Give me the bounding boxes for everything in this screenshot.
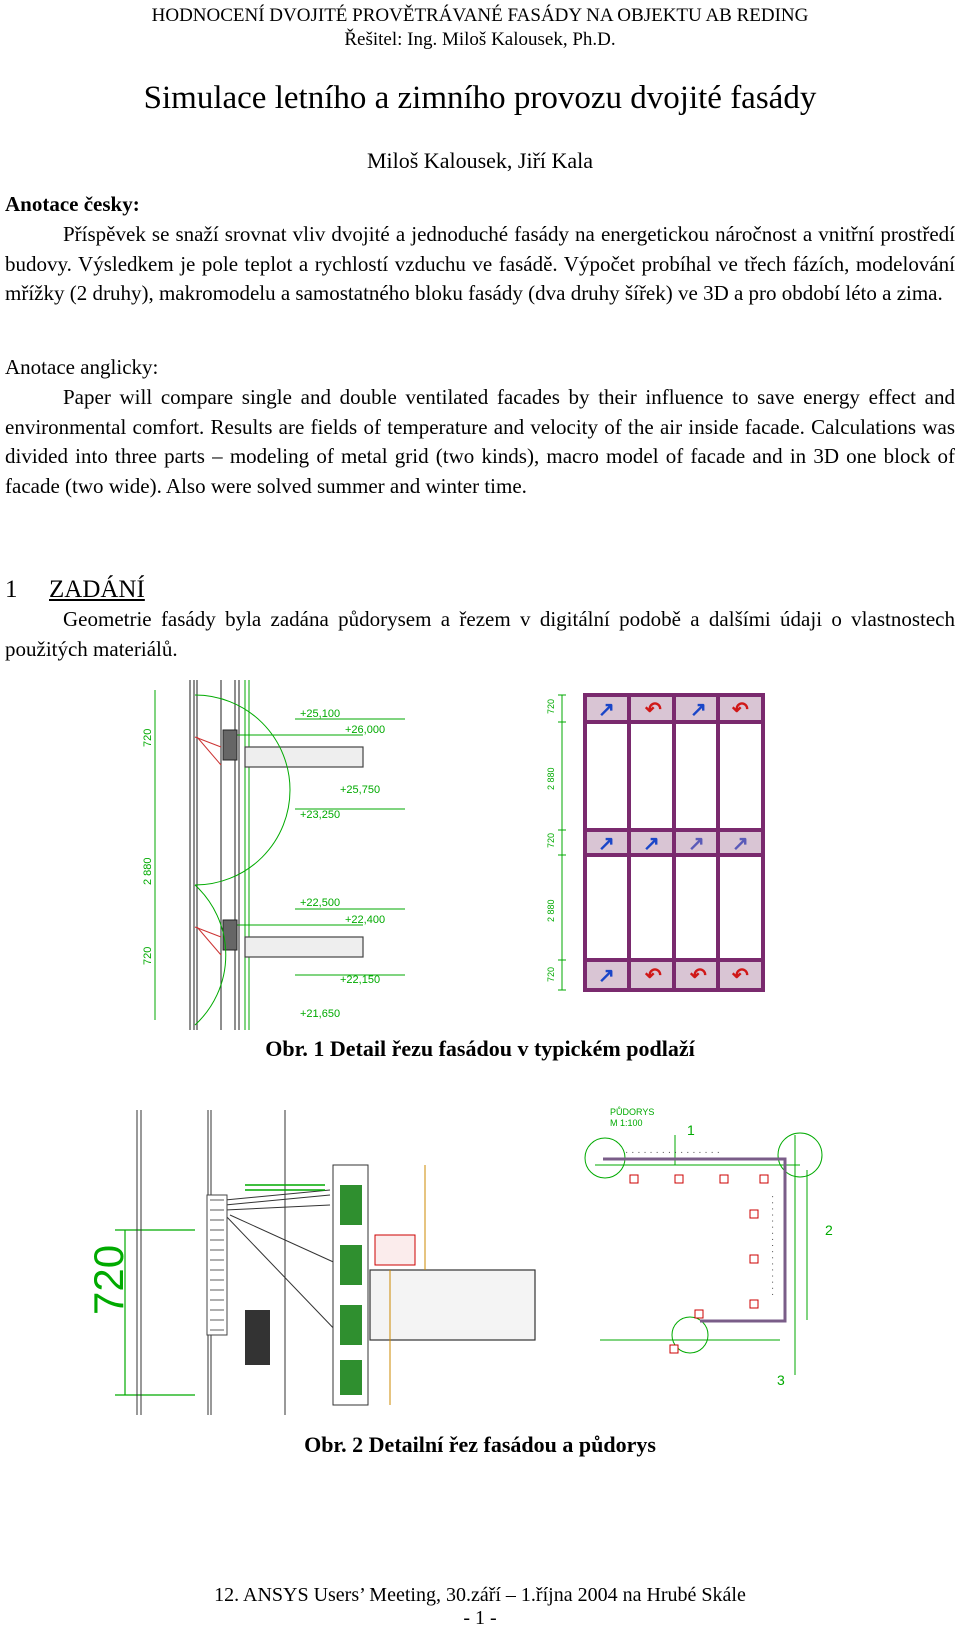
level-label: +22,500 — [300, 897, 340, 909]
svg-text:↗: ↗ — [598, 965, 615, 987]
svg-text:2: 2 — [825, 1222, 833, 1238]
svg-text:↶: ↶ — [644, 965, 662, 987]
abstract-cz-heading: Anotace česky: — [5, 192, 140, 216]
dim-label-big: 720 — [85, 1245, 132, 1315]
dim-label: 720 — [546, 699, 556, 714]
dim-label: 2 880 — [142, 857, 154, 885]
section-number: 1 — [5, 576, 18, 603]
section-text: Geometrie fasády byla zadána půdorysem a… — [5, 607, 955, 661]
figure1-section-drawing: 720 2 880 720 +25,100 +26,000 +25,750 +2… — [142, 680, 405, 1030]
svg-text:3: 3 — [777, 1372, 785, 1388]
svg-text:· · · · · · · · · · · · · · ·: · · · · · · · · · · · · · · · · — [625, 1147, 720, 1158]
footer-meeting: 12. ANSYS Users’ Meeting, 30.září – 1.ří… — [214, 1584, 746, 1606]
abstract-en-heading: Anotace anglicky: — [5, 355, 159, 379]
svg-text:↗: ↗ — [688, 833, 705, 855]
running-header-author: Řešitel: Ing. Miloš Kalousek, Ph.D. — [344, 29, 616, 50]
svg-text:↗: ↗ — [598, 699, 615, 721]
running-header-title: HODNOCENÍ DVOJITÉ PROVĚTRÁVANÉ FASÁDY NA… — [151, 5, 809, 26]
paper-title: Simulace letního a zimního provozu dvoji… — [143, 80, 817, 116]
figure1-caption: Obr. 1 Detail řezu fasádou v typickém po… — [265, 1036, 695, 1061]
level-label: +22,150 — [340, 974, 380, 986]
figure2-plan-drawing: PŮDORYS M 1:100 · · · · · · · · · · · · … — [584, 1106, 833, 1388]
figure2-caption: Obr. 2 Detailní řez fasádou a půdorys — [304, 1432, 656, 1457]
dim-label: 2 880 — [546, 767, 556, 790]
svg-text:1: 1 — [687, 1122, 695, 1138]
level-label: +22,400 — [345, 914, 385, 926]
footer-page-number: - 1 - — [463, 1607, 497, 1629]
dim-label: 720 — [142, 947, 154, 965]
plan-scale: M 1:100 — [610, 1118, 643, 1128]
svg-text:↗: ↗ — [643, 833, 660, 855]
level-label: +25,750 — [340, 784, 380, 796]
section-title: ZADÁNÍ — [49, 576, 145, 603]
figure2-section-drawing: 720 — [85, 1110, 536, 1415]
svg-text:↶: ↶ — [689, 965, 707, 987]
svg-text:↗: ↗ — [598, 833, 615, 855]
svg-text:↗: ↗ — [690, 699, 707, 721]
paper-authors: Miloš Kalousek, Jiří Kala — [366, 148, 594, 173]
dim-label: 2 880 — [546, 899, 556, 922]
svg-text:↶: ↶ — [644, 699, 662, 721]
abstract-cz-text: Příspěvek se snaží srovnat vliv dvojité … — [5, 222, 955, 305]
dim-label: 720 — [546, 833, 556, 848]
dim-label: 720 — [546, 967, 556, 982]
section-heading: 1 ZADÁNÍ — [5, 576, 145, 604]
plan-label: PŮDORYS — [610, 1106, 654, 1117]
svg-text:↗: ↗ — [732, 833, 749, 855]
svg-text:· · · · · · · · · · · · · · ·: · · · · · · · · · · · · · · · · · — [767, 1195, 778, 1296]
level-label: +21,650 — [300, 1008, 340, 1020]
figure1-elevation-drawing: 720 2 880 720 2 880 720 ↗ ↶ ↗ ↶ ↗ ↗ ↗ ↗ ↗ ↶ ↶ ↶ — [546, 693, 765, 992]
dim-label: 720 — [142, 729, 154, 747]
level-label: +25,100 — [300, 708, 340, 720]
level-label: +26,000 — [345, 724, 385, 736]
svg-text:↶: ↶ — [731, 965, 749, 987]
svg-text:↶: ↶ — [731, 699, 749, 721]
abstract-en-text: Paper will compare single and double ven… — [5, 385, 955, 498]
level-label: +23,250 — [300, 809, 340, 821]
